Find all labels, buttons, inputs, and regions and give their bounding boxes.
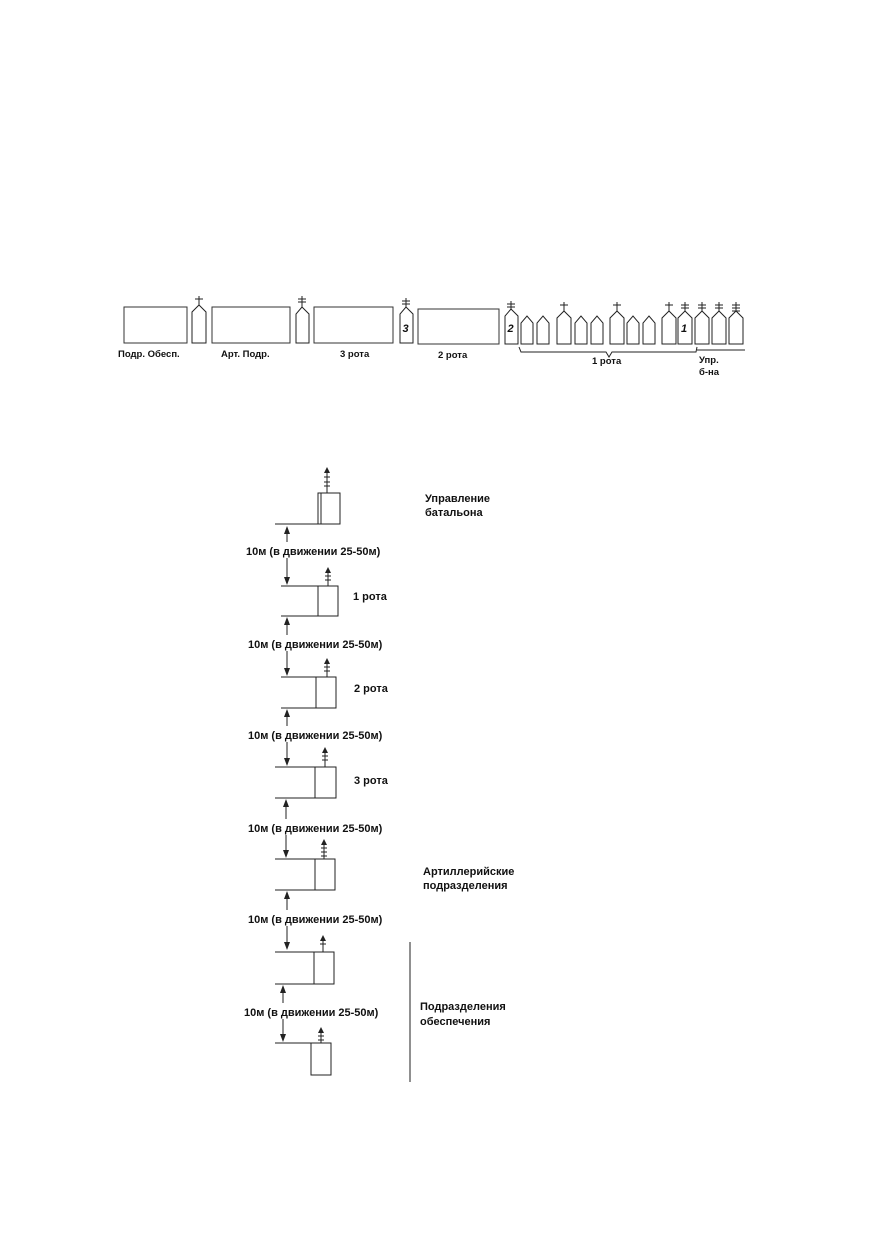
distance-marker-2: 10м (в движении 25-50м) xyxy=(246,617,416,676)
label-artillery-l1: Артиллерийские xyxy=(423,866,514,878)
vehicle-company-3-commander: 3 xyxy=(399,298,414,344)
vehicle-c1-06 xyxy=(609,310,625,345)
vehicle-c1-09 xyxy=(661,310,677,345)
vehicle-artillery-commander xyxy=(295,296,310,344)
distance-marker-5: 10м (в движении 25-50м) xyxy=(246,891,416,950)
label-company-1-col: 1 рота xyxy=(353,591,388,603)
distance-label-2: 10м (в движении 25-50м) xyxy=(248,639,383,651)
vehicle-support-commander xyxy=(191,296,207,344)
vehicle-c1-08 xyxy=(642,315,656,345)
marker-2: 2 xyxy=(507,323,514,335)
formation-column: Управление батальона 10м (в движении 25-… xyxy=(242,467,514,1082)
column-unit-artillery: Артиллерийские подразделения xyxy=(275,839,514,892)
label-company-3-col: 3 рота xyxy=(354,775,389,787)
label-hq-l2: батальона xyxy=(425,507,484,519)
label-support-l1: Подразделения xyxy=(420,1001,506,1013)
distance-label-4: 10м (в движении 25-50м) xyxy=(248,823,383,835)
vehicle-c1-04 xyxy=(574,315,588,345)
company-2-block xyxy=(417,308,500,345)
support-units-block xyxy=(123,306,188,344)
vehicle-company-1-commander xyxy=(677,310,693,345)
label-support-units: Подр. Обесп. xyxy=(118,349,180,360)
label-hq-line1: Упр. xyxy=(699,355,719,366)
company-1-brace xyxy=(518,346,698,358)
distance-marker-3: 10м (в движении 25-50м) xyxy=(246,709,416,766)
marker-3: 3 xyxy=(403,323,409,335)
label-artillery-units: Арт. Подр. xyxy=(221,349,270,360)
distance-label-5: 10м (в движении 25-50м) xyxy=(248,914,383,926)
column-unit-company-2: 2 рота xyxy=(281,658,389,709)
distance-marker-4: 10м (в движении 25-50м) xyxy=(246,799,416,858)
column-unit-hq: Управление батальона xyxy=(275,467,490,525)
label-company-2: 2 рота xyxy=(438,350,468,361)
vehicle-c1-03 xyxy=(556,310,572,345)
battalion-hq-vehicles xyxy=(694,302,744,345)
company-3-block xyxy=(313,306,394,344)
company-1-vehicles: 1 xyxy=(520,302,693,345)
vehicle-c1-01 xyxy=(520,315,534,345)
label-support-l2: обеспечения xyxy=(420,1016,490,1028)
distance-label-6: 10м (в движении 25-50м) xyxy=(244,1007,379,1019)
label-company-3: 3 рота xyxy=(340,349,370,360)
label-company-1: 1 рота xyxy=(592,356,622,367)
label-hq-line2: б-на xyxy=(699,367,720,378)
formation-line: Подр. Обесп. Арт. Подр. 3 рота 3 2 рота xyxy=(118,296,745,378)
label-company-2-col: 2 рота xyxy=(354,683,389,695)
label-artillery-l2: подразделения xyxy=(423,880,508,892)
column-unit-company-1: 1 рота xyxy=(281,567,388,617)
artillery-units-block xyxy=(211,306,291,344)
column-unit-company-3: 3 рота xyxy=(275,747,389,799)
column-unit-support-1 xyxy=(275,935,335,985)
vehicle-c1-07 xyxy=(626,315,640,345)
vehicle-c1-05 xyxy=(590,315,604,345)
distance-marker-1: 10м (в движении 25-50м) xyxy=(244,526,414,585)
distance-label-1: 10м (в движении 25-50м) xyxy=(246,546,381,558)
vehicle-c1-02 xyxy=(536,315,550,345)
label-hq-l1: Управление xyxy=(425,493,490,505)
distance-marker-6: 10м (в движении 25-50м) xyxy=(242,985,412,1042)
vehicle-company-2-commander: 2 xyxy=(504,301,519,345)
marker-1: 1 xyxy=(681,323,687,335)
distance-label-3: 10м (в движении 25-50м) xyxy=(248,730,383,742)
column-unit-support-2 xyxy=(275,1027,332,1076)
